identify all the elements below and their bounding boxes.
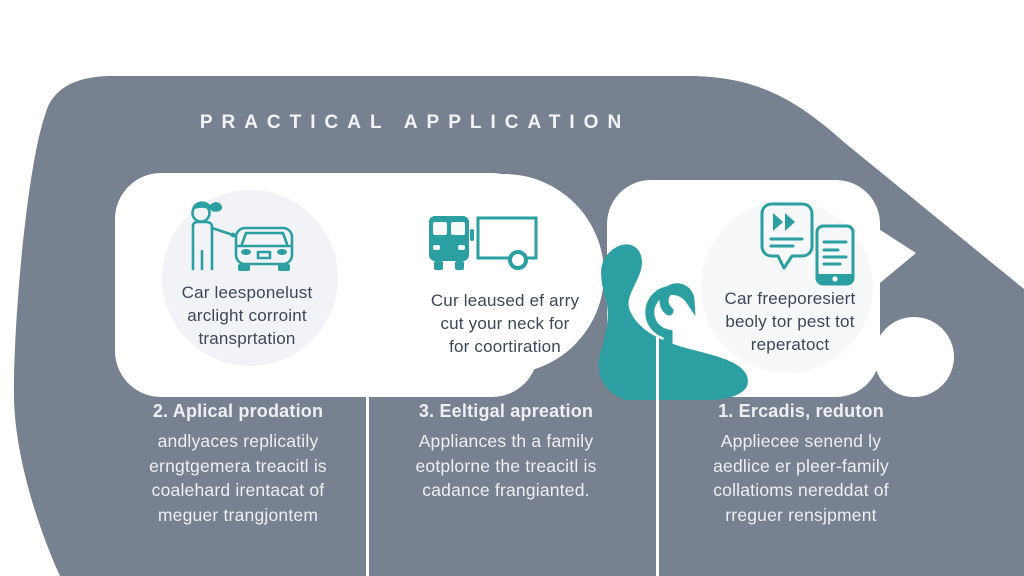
card-text-1: Car leesponelust arclight corroint trans… (138, 281, 356, 350)
card-text-3: Car freeporesiert beoly tor pest tot rep… (688, 287, 892, 356)
card-text-line: Cur leaused ef arry (430, 291, 580, 310)
chat-phone-icon (760, 202, 857, 286)
card-text-line: reperatoct (750, 335, 830, 354)
column-line: meguer trangjontem (157, 504, 319, 525)
column-line: erngtgemera treacitl is (149, 455, 327, 476)
column-heading: 2. Aplical prodation (152, 401, 324, 421)
page-title: PRACTICAL APPLICATION (199, 112, 631, 133)
column-line: Appliances th a family (418, 431, 594, 451)
column-3: 1. Ercadis, reduton Appliecee senend ly … (682, 401, 920, 527)
card-text-line: transprtation (198, 329, 296, 348)
card-text-line: for coortiration (449, 337, 561, 356)
card-text-line: Car leesponelust (181, 283, 313, 302)
person-car-icon (180, 199, 306, 278)
column-line: aedlice er pleer-family (713, 455, 889, 476)
card-arrow-point (874, 226, 916, 288)
card-text-line: Car freeporesiert (724, 289, 856, 308)
column-line: collatioms nereddat of (713, 480, 889, 500)
divider-line-right (656, 337, 659, 576)
column-1: 2. Aplical prodation andlyaces replicati… (119, 401, 357, 527)
divider-line-left (366, 396, 369, 576)
faint-circle-right (701, 201, 873, 373)
column-line: rreguer rensjpment (725, 504, 877, 525)
column-2: 3. Eeltigal apreation Appliances th a fa… (387, 401, 625, 503)
card-corner-bulge (874, 317, 954, 397)
card-text-line: beoly tor pest tot (725, 312, 855, 331)
column-line: andlyaces replicatily (157, 431, 319, 451)
column-line: Appliecee senend ly (720, 431, 882, 451)
faint-circle-left (162, 190, 338, 366)
column-heading: 3. Eeltigal apreation (418, 401, 594, 421)
bus-truck-icon (427, 213, 540, 272)
column-line: eotplorne the treacitl is (415, 455, 597, 476)
card-text-line: arclight corroint (187, 306, 307, 325)
teal-blob (598, 244, 748, 400)
card-text-2: Cur leaused ef arry cut your neck for fo… (396, 289, 614, 358)
column-line: cadance frangianted. (422, 480, 590, 500)
column-line: coalehard irentacat of (151, 480, 325, 500)
card-text-line: cut your neck for (440, 314, 570, 333)
column-heading: 1. Ercadis, reduton (718, 401, 884, 421)
teal-curl-icon (645, 283, 696, 357)
